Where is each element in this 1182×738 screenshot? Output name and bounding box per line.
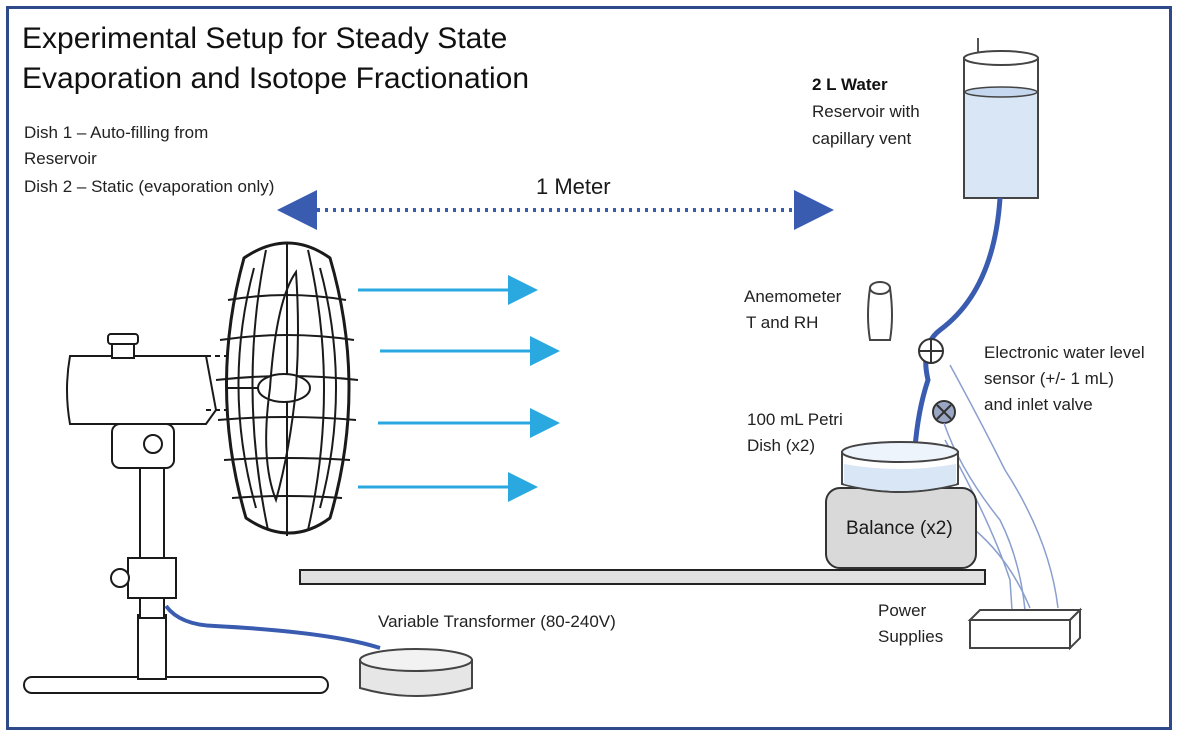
fan-knob [110, 568, 130, 588]
petri-dish [841, 441, 959, 493]
fan-base [23, 676, 329, 694]
fan-power-cord [164, 604, 381, 650]
anemometer [867, 281, 893, 341]
sensor-label-line-1: Electronic water level [984, 343, 1145, 362]
level-sensor [918, 338, 944, 364]
fan-base-post [137, 614, 167, 680]
variable-transformer [359, 648, 473, 697]
dish1-note-line-2: Reservoir [24, 149, 97, 168]
dish2-note: Dish 2 – Static (evaporation only) [24, 177, 275, 196]
bench [299, 569, 986, 585]
power-label-line-2: Supplies [878, 627, 944, 646]
sensor-label-line-2: sensor (+/- 1 mL) [984, 369, 1114, 388]
power-supplies-box [967, 607, 1083, 651]
reservoir-label-line-1: 2 L Water [812, 75, 888, 94]
anemometer-label-line-2: T and RH [746, 313, 819, 332]
anemometer-label-line-1: Anemometer [744, 287, 842, 306]
petri-label-line-1: 100 mL Petri [747, 410, 843, 429]
balance-label: Balance (x2) [846, 518, 953, 539]
inlet-valve [932, 400, 956, 424]
transformer-label: Variable Transformer (80-240V) [378, 612, 616, 631]
fan-pole-collar [127, 557, 177, 599]
dish1-note-line-1: Dish 1 – Auto-filling from [24, 123, 209, 142]
water-reservoir [963, 38, 1039, 199]
fan [23, 241, 359, 694]
sensor-label-line-3: and inlet valve [984, 395, 1093, 414]
distance-label: 1 Meter [536, 174, 611, 199]
petri-label-line-2: Dish (x2) [747, 436, 816, 455]
reservoir-label-line-3: capillary vent [812, 129, 912, 148]
airflow-arrows [358, 275, 560, 502]
title-line-2: Evaporation and Isotope Fractionation [22, 62, 529, 95]
power-label-line-1: Power [878, 601, 927, 620]
title-line-1: Experimental Setup for Steady State [22, 22, 508, 55]
reservoir-label-line-2: Reservoir with [812, 102, 920, 121]
